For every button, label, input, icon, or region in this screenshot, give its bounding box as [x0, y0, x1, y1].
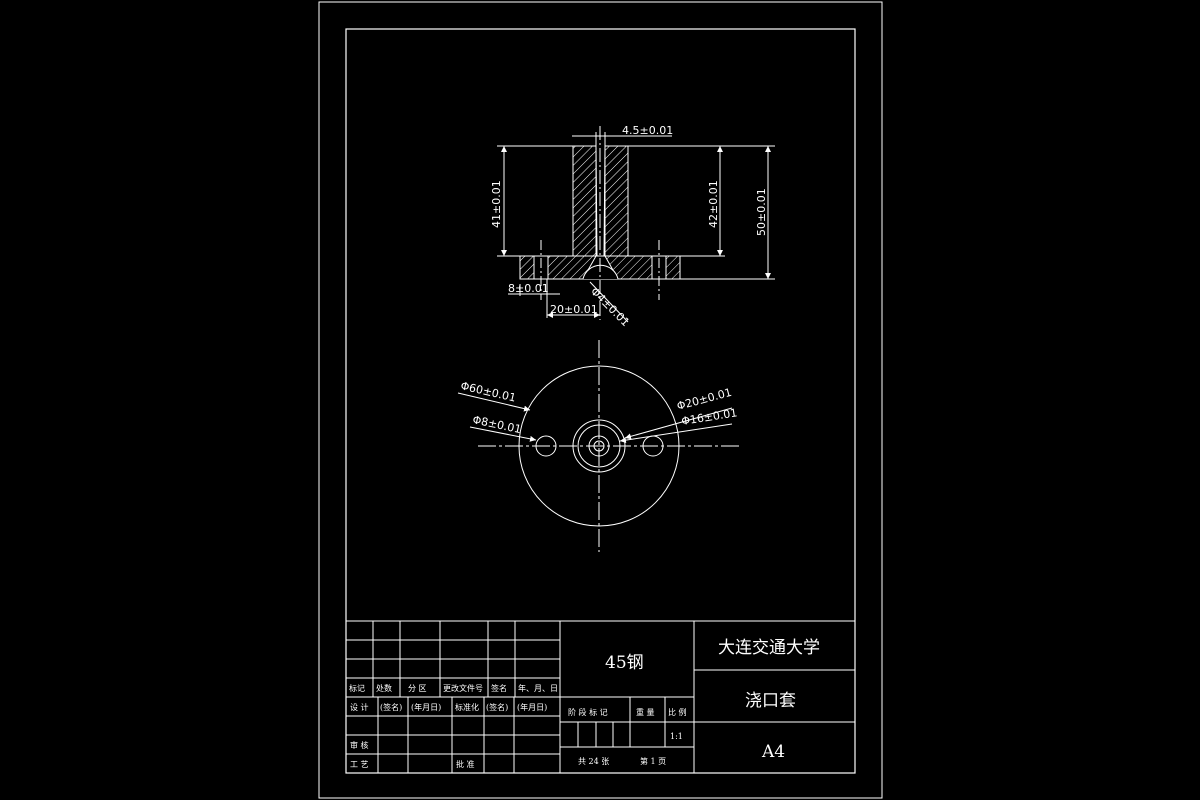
sheets-total: 共 24 张: [578, 757, 609, 766]
dim-text-50: 50±0.01: [755, 188, 768, 236]
sheet-border: [318, 1, 883, 799]
scale-value: 1:1: [670, 732, 683, 741]
leader-dia-60: [457, 392, 531, 412]
rev-col-sign: 签名: [491, 683, 507, 693]
rev-col-count: 处数: [376, 683, 392, 693]
design-label: 设 计: [350, 702, 369, 712]
rev-col-zone: 分 区: [408, 684, 427, 693]
review-label: 审 核: [350, 740, 369, 750]
part-name: 浇口套: [745, 691, 796, 711]
process-label: 工 艺: [350, 760, 369, 769]
dim-text-4-5: 4.5±0.01: [622, 124, 673, 137]
rev-col-date: 年、月、日: [518, 683, 558, 693]
leader-dia-16: [619, 423, 733, 444]
dim-leader-4: [589, 281, 629, 323]
leader-dia-8: [469, 426, 537, 442]
bushing-wall-right: [604, 145, 629, 257]
dim-text-42: 42±0.01: [707, 180, 720, 228]
rev-col-mark: 标记: [349, 683, 365, 693]
top-view: [457, 340, 742, 552]
sheet-size: A4: [761, 742, 785, 762]
standard-sign: (签名): [486, 702, 508, 712]
dim-text-dia-60: Φ60±0.01: [459, 379, 517, 404]
leader-dia-20: [624, 407, 733, 440]
stage-header: 阶 段 标 记: [568, 707, 608, 717]
bushing-wall-left: [572, 145, 597, 257]
material-label: 45钢: [605, 653, 644, 673]
scale-header: 比 例: [668, 707, 687, 717]
university-name: 大连交通大学: [718, 638, 820, 658]
design-date: (年月日): [411, 702, 441, 712]
title-block: [346, 620, 855, 773]
dim-text-41: 41±0.01: [490, 180, 503, 228]
rev-col-docno: 更改文件号: [443, 683, 483, 693]
standard-date: (年月日): [517, 702, 547, 712]
sheet-number: 第 1 页: [640, 756, 666, 766]
approve-label: 批 准: [456, 759, 475, 769]
weight-header: 重 量: [636, 707, 655, 717]
dim-text-20: 20±0.01: [550, 303, 598, 316]
standard-label: 标准化: [455, 702, 479, 712]
dim-text-8: 8±0.01: [508, 282, 549, 295]
design-sign: (签名): [380, 702, 402, 712]
front-view: [497, 126, 775, 323]
